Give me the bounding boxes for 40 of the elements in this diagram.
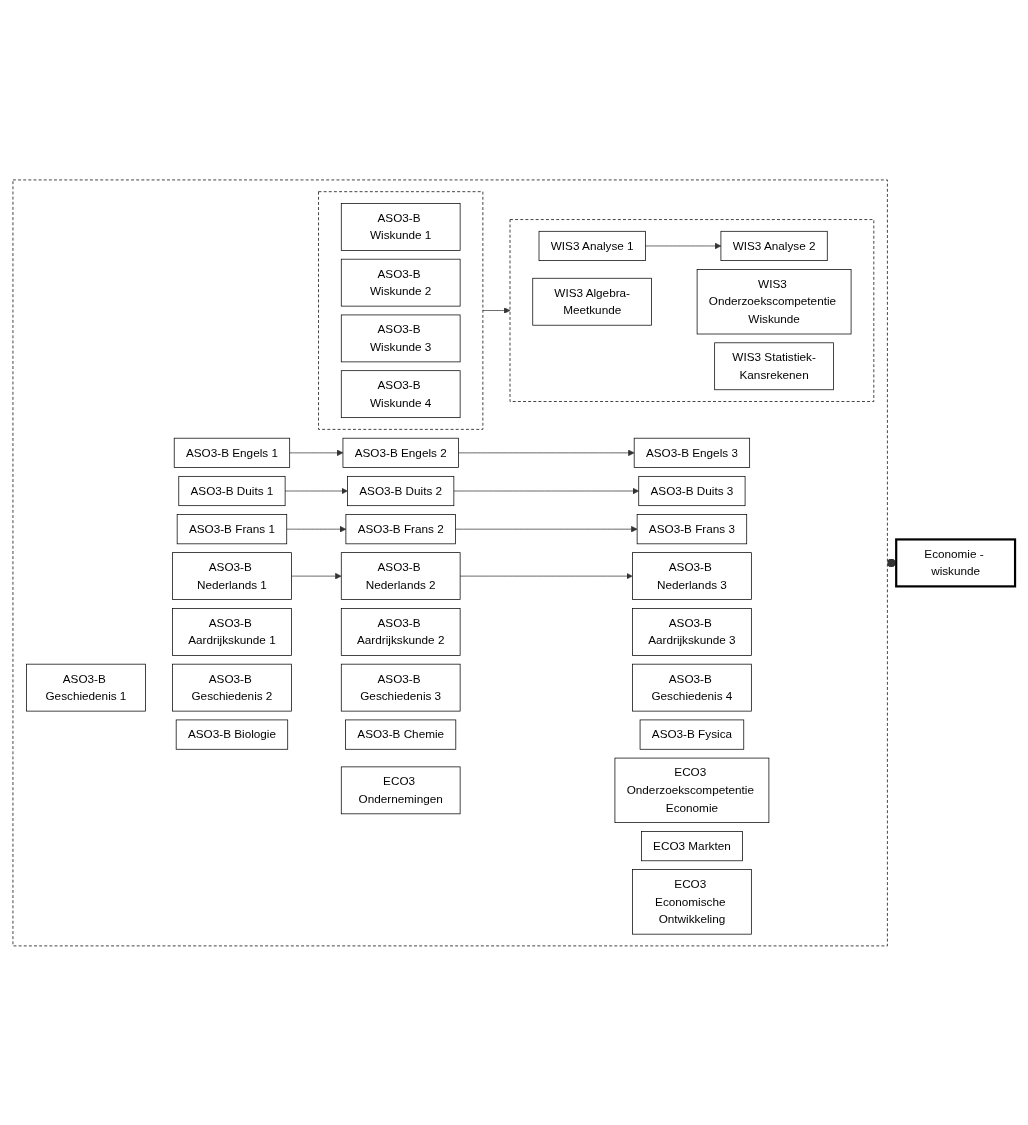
cluster xyxy=(318,190,484,430)
connector xyxy=(886,558,897,567)
node-box: ASO3-B Geschiedenis 1 xyxy=(26,663,146,712)
node-box: WIS3 Algebra-Meetkunde xyxy=(532,277,652,326)
node-box: ASO3-B Wiskunde 3 xyxy=(340,314,461,362)
node-box: ASO3-B Nederlands 2 xyxy=(340,551,461,600)
node-box: ECO3 Onderzoekscompetentie Economie xyxy=(614,757,770,823)
node-box: ASO3-B Geschiedenis 4 xyxy=(632,663,752,712)
node-box: ECO3 Economische Ontwikkeling xyxy=(632,868,752,935)
node-box: ASO3-B Chemie xyxy=(345,719,457,750)
node-box: ECO3 Ondernemingen xyxy=(340,766,461,814)
node-box: Economie - wiskunde xyxy=(895,537,1017,588)
node-box: ASO3-B Biologie xyxy=(175,719,289,750)
node-box: ASO3-B Engels 2 xyxy=(342,437,459,468)
node-box: ASO3-B Nederlands 1 xyxy=(172,551,292,600)
node-box: ASO3-B Duits 3 xyxy=(638,475,746,506)
node-box: ASO3-B Wiskunde 2 xyxy=(340,258,461,307)
node-box: ASO3-B Frans 1 xyxy=(176,513,288,544)
node-box: WIS3 Statistiek-Kansrekenen xyxy=(714,342,834,390)
node-box: ASO3-B Duits 2 xyxy=(347,475,455,506)
cluster xyxy=(509,218,875,402)
node-box: ASO3-B Duits 1 xyxy=(178,475,286,506)
node-box: ASO3-B Geschiedenis 2 xyxy=(172,663,292,712)
node-box: ASO3-B Wiskunde 4 xyxy=(340,369,461,418)
node-box: ASO3-B Wiskunde 1 xyxy=(340,202,461,251)
node-box: ASO3-B Aardrijkskunde 1 xyxy=(172,607,292,656)
node-box: ASO3-B Engels 3 xyxy=(633,437,751,468)
node-box: WIS3 Analyse 1 xyxy=(538,230,646,261)
node-box: WIS3 Onderzoekscompetentie Wiskunde xyxy=(696,268,852,334)
node-box: ASO3-B Engels 1 xyxy=(173,437,291,468)
cluster xyxy=(12,179,888,946)
node-box: ASO3-B Nederlands 3 xyxy=(632,551,752,600)
node-box: ASO3-B Frans 3 xyxy=(636,513,748,544)
node-box: ASO3-B Aardrijkskunde 2 xyxy=(340,607,461,656)
node-box: ASO3-B Frans 2 xyxy=(345,513,456,544)
node-box: ASO3-B Aardrijkskunde 3 xyxy=(632,607,752,656)
node-box: ECO3 Markten xyxy=(641,830,743,861)
node-box: ASO3-B Fysica xyxy=(639,719,745,750)
node-box: WIS3 Analyse 2 xyxy=(720,230,828,261)
node-box: ASO3-B Geschiedenis 3 xyxy=(340,663,461,712)
